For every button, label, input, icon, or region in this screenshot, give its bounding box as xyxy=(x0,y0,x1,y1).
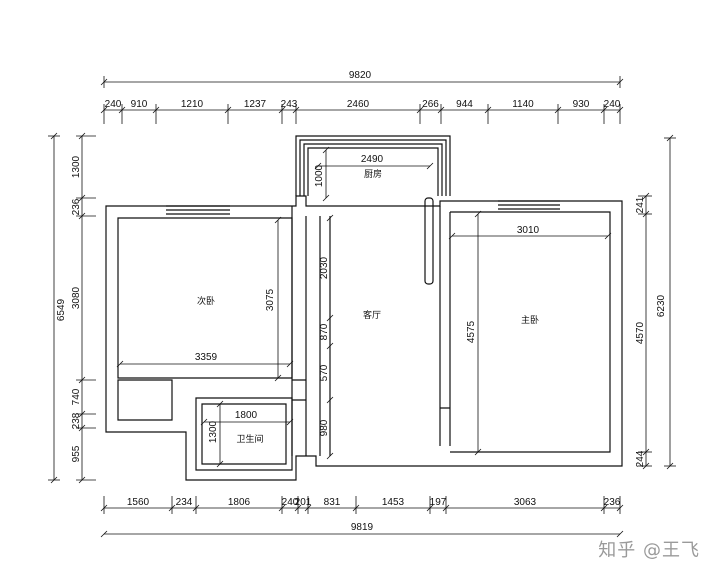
kitchen-width-dim: 2490 xyxy=(361,154,384,165)
left-segment-dim: 238 xyxy=(71,412,82,429)
living-segment-labels: 2030 870 570 980 xyxy=(319,256,330,436)
living-segment-dim: 980 xyxy=(319,419,330,436)
bottom-segment-dim: 234 xyxy=(176,497,193,508)
watermark: 知乎 @王飞 xyxy=(598,540,700,561)
top-segment-dim: 243 xyxy=(281,99,298,110)
bottom-segment-dim: 831 xyxy=(324,497,341,508)
right-segment-labels: 241 4570 244 xyxy=(635,196,646,467)
left-segment-dim: 1300 xyxy=(71,155,82,178)
bottom-total-dim: 9819 xyxy=(351,522,374,533)
master-height-dim: 4575 xyxy=(466,320,477,343)
living-segment-dim: 570 xyxy=(319,364,330,381)
top-segment-labels: 240 910 1210 1237 243 2460 266 944 1140 930 240 xyxy=(105,99,621,110)
bottom-segment-dim: 201 xyxy=(295,497,312,508)
left-segment-dim: 236 xyxy=(71,198,82,215)
partition-walls xyxy=(291,206,331,456)
kitchen-outline-3 xyxy=(303,143,443,196)
bottom-segment-dim: 1806 xyxy=(228,497,251,508)
top-segment-dim: 240 xyxy=(604,99,621,110)
living-segment-dim: 2030 xyxy=(319,256,330,279)
top-segment-dim: 930 xyxy=(573,99,590,110)
top-segment-dim: 1140 xyxy=(512,99,534,110)
outer-wall xyxy=(105,195,623,481)
dimension-lines xyxy=(48,76,676,538)
bottom-segment-dim: 3063 xyxy=(514,497,537,508)
bottom-segment-dim: 197 xyxy=(430,497,447,508)
top-segment-dim: 2460 xyxy=(347,99,370,110)
left-segment-dim: 955 xyxy=(71,445,82,462)
bedroom2-width-dim: 3359 xyxy=(195,352,218,363)
room-label-kitchen: 厨房 xyxy=(364,168,382,180)
right-segment-dim: 241 xyxy=(635,196,646,213)
bottom-segment-dim: 1453 xyxy=(382,497,405,508)
bottom-segment-dim: 1560 xyxy=(127,497,150,508)
bedroom2-height-dim: 3075 xyxy=(265,288,276,311)
right-total-dim: 6230 xyxy=(656,294,667,317)
bath-width-dim: 1800 xyxy=(235,410,258,421)
bottom-segment-dim: 240 xyxy=(282,497,299,508)
master-width-dim: 3010 xyxy=(517,225,540,236)
room-label-bathroom: 卫生间 xyxy=(236,433,263,445)
kitchen-outline-1 xyxy=(295,135,451,196)
left-total-dim: 6549 xyxy=(56,298,67,321)
bath-depth-dim: 1300 xyxy=(208,420,219,443)
top-segment-dim: 910 xyxy=(131,99,148,110)
walls xyxy=(105,135,623,481)
master-inner-wall xyxy=(450,211,611,453)
door-jambs xyxy=(292,379,450,409)
left-segment-labels: 1300 236 3080 740 238 955 xyxy=(71,155,82,462)
top-segment-dim: 944 xyxy=(456,99,473,110)
top-segment-dim: 1237 xyxy=(244,99,267,110)
room-label-second-bedroom: 次卧 xyxy=(197,295,215,307)
storage-wall xyxy=(117,379,173,421)
top-segment-dim: 240 xyxy=(105,99,122,110)
bathroom-wall xyxy=(195,397,293,471)
left-segment-dim: 3080 xyxy=(71,286,82,309)
room-label-living: 客厅 xyxy=(363,309,381,321)
right-segment-dim: 4570 xyxy=(635,321,646,344)
window-master xyxy=(498,200,560,210)
kitchen-outline-2 xyxy=(299,139,447,196)
left-segment-dim: 740 xyxy=(71,388,82,405)
living-master-partition xyxy=(439,206,451,446)
bathroom-inner-wall xyxy=(201,403,287,465)
window-bedroom2 xyxy=(166,205,230,215)
top-segment-dim: 1210 xyxy=(181,99,204,110)
top-segment-dim: 266 xyxy=(422,99,439,110)
right-segment-dim: 244 xyxy=(635,450,646,467)
room-label-master: 主卧 xyxy=(521,314,539,326)
kitchen-depth-dim: 1000 xyxy=(314,164,325,187)
bottom-segment-dim: 236 xyxy=(604,497,621,508)
top-total-dim: 9820 xyxy=(349,70,372,81)
living-segment-dim: 870 xyxy=(319,323,330,340)
sliding-door xyxy=(424,197,434,285)
kitchen-outline-4 xyxy=(307,147,439,196)
